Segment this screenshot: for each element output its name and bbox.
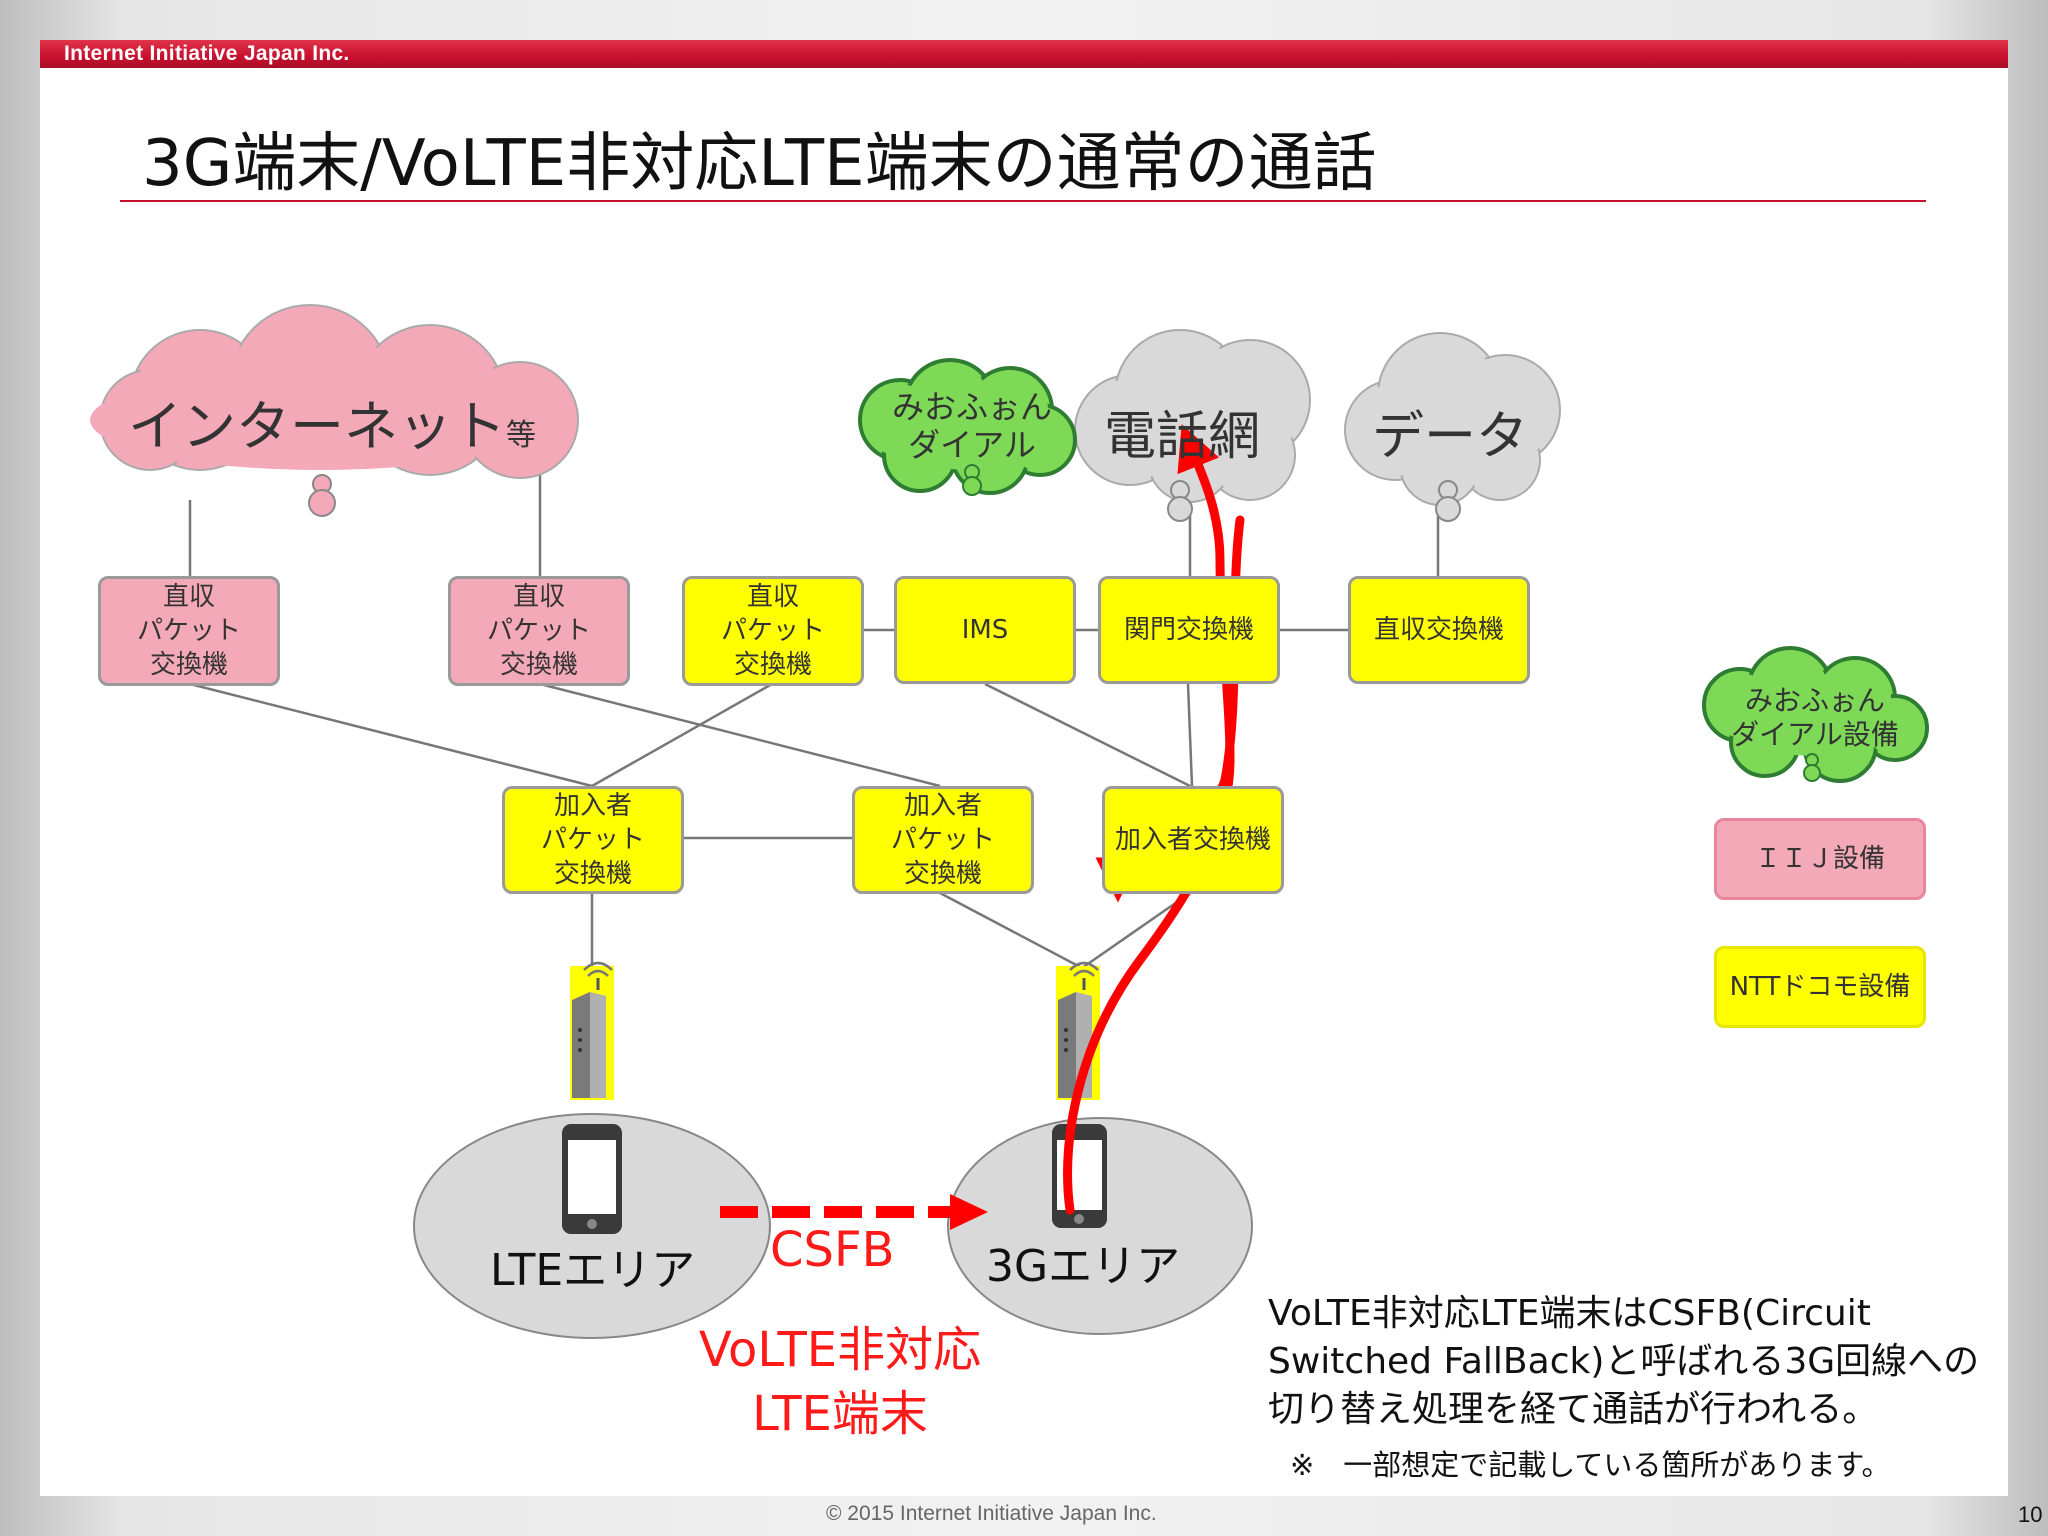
legend-iij-equipment: ＩＩＪ設備 [1714,818,1926,900]
internet-cloud-mascot-icon [308,474,336,517]
page-number: 10 [2018,1502,2043,1527]
copyright-footer: © 2015 Internet Initiative Japan Inc. [826,1502,1157,1525]
mio-dial-cloud [858,358,1077,495]
subscriber-packet-switch-2: 加入者 パケット 交換機 [852,786,1034,894]
base-station-lte-icon [570,961,614,1100]
footnote: ※ 一部想定で記載している箇所があります。 [1290,1448,1891,1482]
legend-ntt-equipment: NTTドコモ設備 [1714,946,1926,1028]
csfb-label: CSFB [770,1222,895,1278]
page-title: 3G端末/VoLTE非対応LTE端末の通常の通話 [142,127,1377,201]
legend-mio-cloud [1702,646,1929,783]
phone-cloud-mascot-icon [1167,480,1193,522]
csfb-arrow [720,1194,988,1230]
direct-packet-switch-3: 直収 パケット 交換機 [682,576,864,686]
3g-area-label: 3Gエリア [986,1241,1181,1292]
description-text: VoLTE非対応LTE端末はCSFB(Circuit Switched Fall… [1268,1293,1980,1430]
title-divider [120,200,1926,202]
legend-mio-label: みおふぉんダイアル設備 [1731,684,1899,751]
legend-cloud-mascot-icon [1803,753,1821,782]
company-name: Internet Initiative Japan Inc. [64,42,350,65]
direct-packet-switch-2: 直収 パケット 交換機 [448,576,630,686]
gateway-switch-box: 関門交換機 [1098,576,1280,684]
mio-cloud-mascot-icon [962,464,982,496]
header-bar [40,40,2008,68]
mio-dial-cloud-label: みおふぉんダイアル [891,388,1052,464]
data-cloud [1344,332,1561,506]
3g-phone-icon [1052,1124,1107,1228]
connection-lines [188,470,1440,970]
internet-cloud [90,304,579,479]
direct-switch-box: 直収交換機 [1348,576,1530,684]
direct-packet-switch-1: 直収 パケット 交換機 [98,576,280,686]
ims-box: IMS [894,576,1076,684]
data-cloud-label: データ [1372,407,1529,467]
lte-area-label: LTEエリア [490,1245,696,1296]
subscriber-switch-box: 加入者交換機 [1102,786,1284,894]
lte-phone-icon [562,1124,622,1234]
phone-network-label: 電話網 [1104,407,1261,467]
internet-cloud-label: インターネット等 [128,395,536,458]
subscriber-packet-switch-1: 加入者 パケット 交換機 [502,786,684,894]
data-cloud-mascot-icon [1435,480,1461,522]
